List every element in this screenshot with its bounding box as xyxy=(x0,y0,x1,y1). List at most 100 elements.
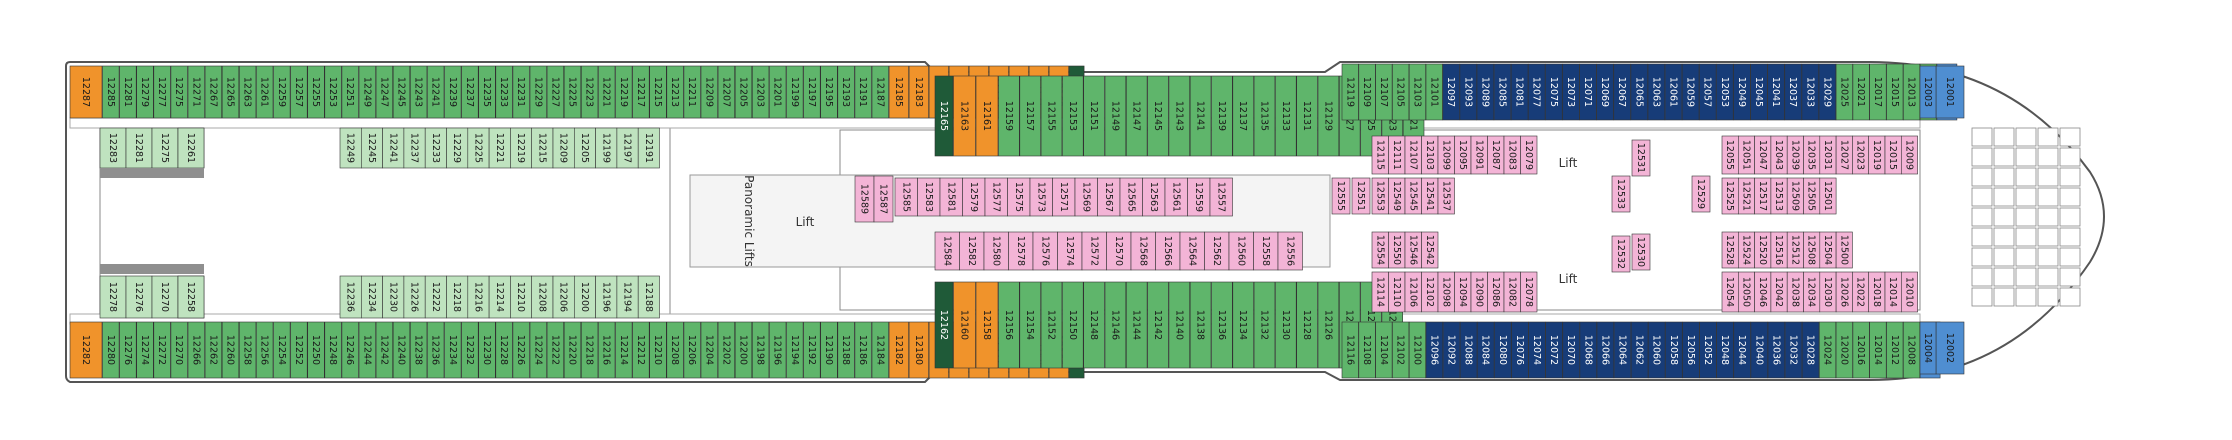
cabin-mid-top[interactable]: 12135 xyxy=(1253,75,1276,157)
cabin-fwd-bottom[interactable]: 12080 xyxy=(1494,321,1512,379)
cabin-fwd-bottom[interactable]: 12016 xyxy=(1852,321,1870,379)
cabin-fwd-bottom[interactable]: 12040 xyxy=(1750,321,1769,379)
cabin-fwd-pink-bottom[interactable]: 12094 xyxy=(1454,271,1472,313)
cabin-mid-bottom[interactable]: 12162 xyxy=(934,281,954,369)
cabin-fwd-pink-bottom[interactable]: 12098 xyxy=(1437,271,1455,313)
cabin-pink-mid-bottom[interactable]: 12584 xyxy=(934,231,960,271)
cabin-fwd-pink-bottom[interactable]: 12102 xyxy=(1421,271,1439,313)
cabin-outer-top[interactable]: 12279 xyxy=(136,65,154,119)
cabin-fwd-pink-top[interactable]: 12509 xyxy=(1786,177,1804,215)
cabin-inner-bottom[interactable]: 12196 xyxy=(595,275,618,319)
cabin-outer-bottom[interactable]: 12270 xyxy=(170,321,188,379)
cabin-outer-bottom[interactable]: 12224 xyxy=(529,321,547,379)
cabin-pink-mid-top[interactable]: 12585 xyxy=(894,177,918,217)
cabin-fwd-bottom[interactable]: 12036 xyxy=(1767,321,1786,379)
cabin-outer-top[interactable]: 12219 xyxy=(615,65,633,119)
cabin-mid-bottom[interactable]: 12158 xyxy=(975,281,999,369)
cabin-fwd-top[interactable]: 12107 xyxy=(1375,63,1393,121)
cabin-fwd-pink-bottom[interactable]: 12078 xyxy=(1520,271,1538,313)
cabin-outer-bottom[interactable]: 12194 xyxy=(786,321,804,379)
cabin-inner-top[interactable]: 12261 xyxy=(177,127,205,169)
cabin-fwd-pink-top[interactable]: 12103 xyxy=(1421,135,1439,175)
cabin-outer-top[interactable]: 12183 xyxy=(908,65,929,119)
cabin-inner-bottom[interactable]: 12194 xyxy=(616,275,639,319)
cabin-inner-bottom[interactable]: 12226 xyxy=(403,275,426,319)
cabin-outer-top[interactable]: 12259 xyxy=(273,65,291,119)
cabin-mid-top[interactable]: 12163 xyxy=(953,75,976,157)
cabin-fwd-pink-top[interactable]: 12051 xyxy=(1738,135,1755,175)
cabin-fwd-pink-bottom[interactable]: 12524 xyxy=(1738,231,1755,269)
cabin-outer-bottom[interactable]: 12228 xyxy=(495,321,513,379)
cabin-inner-top[interactable]: 12215 xyxy=(531,127,554,169)
cabin-fwd-pink-bottom[interactable]: 12010 xyxy=(1901,271,1918,313)
cabin-mid-bottom[interactable]: 12144 xyxy=(1126,281,1148,369)
cabin-outer-bottom[interactable]: 12250 xyxy=(307,321,325,379)
cabin-inner-bottom[interactable]: 12218 xyxy=(446,275,469,319)
cabin-outer-bottom[interactable]: 12184 xyxy=(871,321,889,379)
cabin-mid-bottom[interactable]: 12152 xyxy=(1040,281,1063,369)
cabin-outer-top[interactable]: 12229 xyxy=(529,65,547,119)
cabin-inner-bottom[interactable]: 12206 xyxy=(552,275,575,319)
cabin-outer-bottom[interactable]: 12276 xyxy=(119,321,137,379)
cabin-fwd-top[interactable]: 12119 xyxy=(1341,63,1359,121)
cabin-outer-bottom[interactable]: 12232 xyxy=(461,321,479,379)
cabin-fwd-bottom[interactable]: 12064 xyxy=(1613,321,1632,379)
cabin-fwd-top[interactable]: 12109 xyxy=(1358,63,1376,121)
cabin-fwd-bottom[interactable]: 12008 xyxy=(1903,321,1921,379)
cabin-outer-top[interactable]: 12239 xyxy=(444,65,462,119)
cabin-outer-bottom[interactable]: 12274 xyxy=(136,321,154,379)
cabin-fwd-pink-top[interactable]: 12083 xyxy=(1503,135,1521,175)
cabin-fwd-pink-bottom[interactable]: 12050 xyxy=(1738,271,1755,313)
cabin-fwd-bottom[interactable]: 12096 xyxy=(1425,321,1444,379)
cabin-fwd-bottom[interactable]: 12024 xyxy=(1819,321,1837,379)
cabin-fwd-pink-top[interactable]: 12031 xyxy=(1819,135,1837,175)
cabin-fwd-bottom[interactable]: 12066 xyxy=(1596,321,1615,379)
cabin-mid-top[interactable]: 12137 xyxy=(1232,75,1254,157)
cabin-inner-top[interactable]: 12221 xyxy=(488,127,511,169)
cabin-outer-bottom[interactable]: 12236 xyxy=(427,321,445,379)
cabin-outer-top[interactable]: 12265 xyxy=(221,65,240,119)
cabin-fwd-pink-top[interactable]: 12043 xyxy=(1770,135,1788,175)
cabin-fwd-pink-bottom[interactable]: 12038 xyxy=(1786,271,1804,313)
cabin-fwd-pink-bottom[interactable]: 12014 xyxy=(1884,271,1902,313)
cabin-fwd-pink-bottom[interactable]: 12110 xyxy=(1388,271,1406,313)
cabin-pink-mid-bottom[interactable]: 12556 xyxy=(1277,231,1303,271)
cabin-fwd-bottom[interactable]: 12044 xyxy=(1733,321,1751,379)
cabin-outer-bottom[interactable]: 12258 xyxy=(239,321,257,379)
cabin-outer-top[interactable]: 12231 xyxy=(512,65,530,119)
cabin-outer-top[interactable]: 12227 xyxy=(546,65,564,119)
cabin-fwd-pink-top[interactable]: 12521 xyxy=(1738,177,1755,215)
cabin-fwd-pink-bottom[interactable]: 12554 xyxy=(1371,231,1389,269)
cabin-outer-bottom[interactable]: 12254 xyxy=(273,321,291,379)
cabin-outer-bottom[interactable]: 12210 xyxy=(649,321,667,379)
cabin-inner-bottom[interactable]: 12216 xyxy=(467,275,490,319)
cabin-fwd-bottom[interactable]: 12056 xyxy=(1682,321,1700,379)
cabin-fwd-pink-bottom[interactable]: 12026 xyxy=(1835,271,1853,313)
cabin-outer-bottom[interactable]: 12192 xyxy=(803,321,821,379)
cabin-outer-top[interactable]: 12243 xyxy=(409,65,428,119)
cabin-mid-bottom[interactable]: 12126 xyxy=(1317,281,1340,369)
cabin-outer-top[interactable]: 12285 xyxy=(102,65,120,119)
cabin-fwd-pink-top[interactable]: 12091 xyxy=(1470,135,1488,175)
cabin-outer-bottom[interactable]: 12202 xyxy=(717,321,735,379)
cabin-pink-mid-bottom[interactable]: 12572 xyxy=(1081,231,1107,271)
cabin-fwd-pink-bottom[interactable]: 12512 xyxy=(1786,231,1804,269)
cabin-inner-top[interactable]: 12199 xyxy=(595,127,618,169)
cabin-mid-top[interactable]: 12157 xyxy=(1019,75,1041,157)
cabin-fwd-top[interactable]: 12029 xyxy=(1818,63,1837,121)
cabin-mid-bottom[interactable]: 12132 xyxy=(1253,281,1276,369)
cabin-mid-bottom[interactable]: 12128 xyxy=(1296,281,1318,369)
cabin-outer-bottom[interactable]: 12196 xyxy=(769,321,787,379)
cabin-fwd-bottom[interactable]: 12028 xyxy=(1801,321,1820,379)
cabin-outer-top[interactable]: 12249 xyxy=(358,65,376,119)
cabin-fwd-pink-bottom[interactable]: 12086 xyxy=(1487,271,1505,313)
cabin-fwd-pink-top[interactable]: 12537 xyxy=(1437,177,1455,215)
cabin-mid-bottom[interactable]: 12148 xyxy=(1083,281,1105,369)
cabin-outer-bottom[interactable]: 12280 xyxy=(102,321,120,379)
cabin-fwd-pink-bottom[interactable]: 12500 xyxy=(1835,231,1853,269)
cabin-fwd-pink-bottom[interactable]: 12042 xyxy=(1770,271,1788,313)
cabin-fwd-pink-bottom[interactable]: 12114 xyxy=(1371,271,1389,313)
cabin-pink-mid-top[interactable]: 12557 xyxy=(1209,177,1233,217)
cabin-inner-top[interactable]: 12249 xyxy=(339,127,362,169)
cabin-inner-bottom[interactable]: 12210 xyxy=(510,275,532,319)
